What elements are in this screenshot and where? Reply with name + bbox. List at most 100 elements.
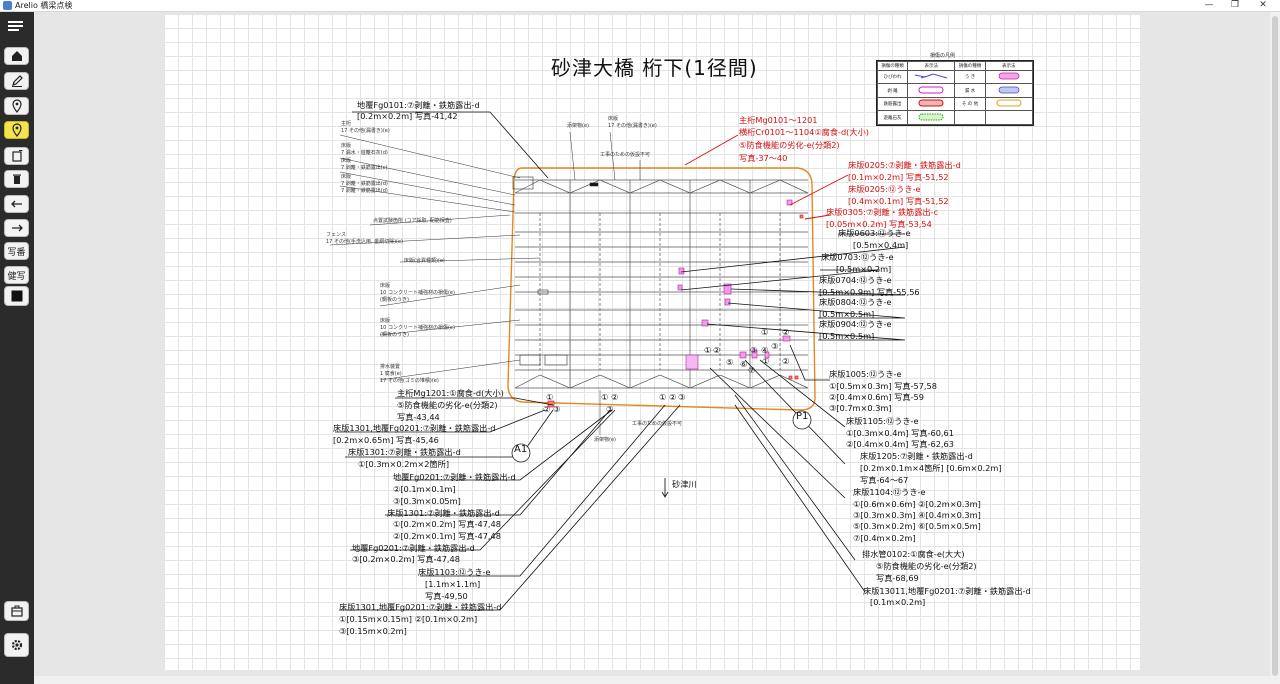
damage-label: [0.5m×0.9m] 写真-55,56 [819,287,920,297]
deck-details [512,176,599,366]
delete-button[interactable] [4,170,29,188]
damage-label-red: [0.1m×0.2m] 写真-51,52 [848,172,949,182]
damage-label: 写真-49,50 [425,591,468,601]
point-number: ③ [771,341,779,351]
location-button[interactable] [4,97,29,115]
back-button[interactable] [4,195,29,213]
a1-label: A1 [514,444,528,455]
damage-label: ①[0.2m×0.2m] 写真-47,48 [393,519,501,529]
scroll-thumb[interactable] [1272,16,1278,676]
location-active-button[interactable] [4,121,29,139]
damage-label: 写真-68,69 [876,573,919,583]
damage-label-red: [0.4m×0.1m] 写真-51,52 [848,196,949,206]
trash-icon [12,174,21,184]
maximize-button[interactable]: ❐ [1230,0,1240,10]
pin-icon [11,99,22,113]
damage-label: 床版1105:⑫うき-e [846,416,919,426]
damage-label: [0.5m×0.2m] [836,264,892,274]
damage-label: 地覆Fg0101:⑦剥離・鉄筋露出-d [357,100,480,110]
damage-label: ①[0.3m×0.4m] 写真-60,61 [846,428,954,438]
damage-label-red: 床版0305:⑦剥離・鉄筋露出-c [826,207,939,217]
vertical-scrollbar[interactable] [1270,12,1280,684]
damage-label: 写真-43,44 [397,412,440,422]
damage-label: ③[0.3m×0.3m] ④[0.4m×0.3m] [853,510,981,520]
small-note: 床版 7 剥離・鉄筋露出(d) 7 剥離・鉄筋露出(d) [341,174,388,194]
photo-number-button[interactable]: 写番 [4,242,29,260]
damage-label: ③[0.2m×0.2m] 写真-47,48 [352,554,460,564]
point-number: ② [669,392,677,402]
title-bar: Arelio 橋梁点検 — ❐ ✕ [0,0,1280,12]
home-icon [11,51,22,61]
point-number: ② [782,356,790,366]
point-number: ⑦ [748,365,756,375]
damage-label: ①[0.6m×0.6m] ②[0.2m×0.3m] [853,499,981,509]
frame-button[interactable] [4,286,29,306]
small-note: 工事のための仮設不可 [632,421,683,427]
damage-legend: 損傷の種類表示法損傷の種類表示法 ひびわれう き 剥 離漏 水 鉄筋露出そ の … [876,60,1034,126]
damage-label: [0.1m×0.2m] [870,597,926,607]
package-button[interactable] [4,601,29,621]
damage-label: ⑤[0.3m×0.2m] ⑥[0.5m×0.5m] [853,521,981,531]
damage-label: 主桁Mg1201:①腐食-d(大小) [397,388,504,398]
point-number: ① [761,327,769,337]
damage-label: 床版1205:⑦剥離・鉄筋露出-d [860,451,973,461]
point-number: ① [659,392,667,402]
point-number: ③ [553,404,561,414]
window-title: Arelio 橋梁点検 [15,1,73,10]
damage-label: ③[0.15m×0.2m] [339,626,407,636]
home-button[interactable] [4,47,29,65]
horizontal-scrollbar[interactable] [34,676,1270,684]
damage-label: ②[0.1m×0.1m] [393,484,456,494]
legend-title: 損傷の凡例 [930,53,956,59]
point-number: ① [601,392,609,402]
damage-label: ②[0.4m×0.6m] 写真-59 [829,392,924,402]
point-number: ③ [750,345,758,355]
note-leader-lines [329,131,641,435]
point-number: ① [762,356,770,366]
damage-label-red: ⑤防食機能の劣化-e(分類2) [739,140,840,150]
copy-icon [11,150,22,162]
damage-label: ⑦[0.4m×0.2m] [853,533,916,543]
legend-cell: 遊離石灰 [876,110,909,125]
damage-label: ②[0.2m×0.1m] 写真-47,48 [393,531,501,541]
damage-label-red: 写真-37～40 [739,153,788,163]
small-note: 添架物(e) [567,123,589,129]
damage-label: ①[0.5m×0.3m] 写真-57,58 [829,381,937,391]
small-note: 床版 7 剥離・鉄筋露出(c) [341,158,388,171]
legend-cell [984,110,1034,125]
small-note: 主桁 17 その他(漏書き)(e) [341,121,390,134]
minimize-button[interactable]: — [1204,0,1214,10]
damage-label: 床版1301:⑦剥離・鉄筋露出-d [348,447,461,457]
damage-label: 床版13011,地覆Fg0201:⑦剥離・鉄筋露出-d [863,586,1031,596]
settings-button[interactable] [4,633,29,657]
damage-label: ②[0.4m×0.4m] 写真-62,63 [846,439,954,449]
hamburger-icon[interactable] [8,18,25,32]
damage-label: ③[0.7m×0.3m] [829,403,892,413]
forward-button[interactable] [4,219,29,237]
damage-label: [0.5m×0.5m] [819,309,875,319]
damage-label-red: 主桁Mg0101～1201 [739,115,818,125]
damage-label: ③[0.3m×0.05m] [393,496,461,506]
damage-label: 床版1104:⑫うき-e [853,487,926,497]
close-button[interactable]: ✕ [1259,0,1267,10]
damage-label-red: 床版0205:⑦剥離・鉄筋露出-d [848,160,961,170]
damage-label-red: 床版0205:⑫うき-e [848,184,921,194]
soundness-button[interactable]: 健写 [4,266,29,284]
pen-icon [11,75,23,87]
point-number: ② [713,345,721,355]
p1-label: P1 [796,411,809,422]
edit-button[interactable] [4,72,29,90]
small-note: 排水装置 1 腐食(e) 17 その他(ゴミの堆積)(e) [380,364,439,384]
copy-button[interactable] [4,147,29,165]
legend-float-symbol [984,69,1034,85]
damage-label: [0.5m×0.5m] [819,331,875,341]
point-number: ③ [678,392,686,402]
damage-label: 床版1005:⑫うき-e [829,369,902,379]
small-note: 床版 10 コンクリート補強材の損傷(e) (鋼板のうき) [380,318,455,338]
damage-label: 床版1301:⑦剥離・鉄筋露出-d [387,508,500,518]
damage-label: ①[0.15m×0.15m] ②[0.1m×0.2m] [339,614,478,624]
app-icon [3,1,12,10]
red-leader-lines [684,134,849,220]
small-note: 工事のための仮設不可 [600,152,651,158]
damage-label: [0.2m×0.2m] 写真-41,42 [357,111,458,121]
